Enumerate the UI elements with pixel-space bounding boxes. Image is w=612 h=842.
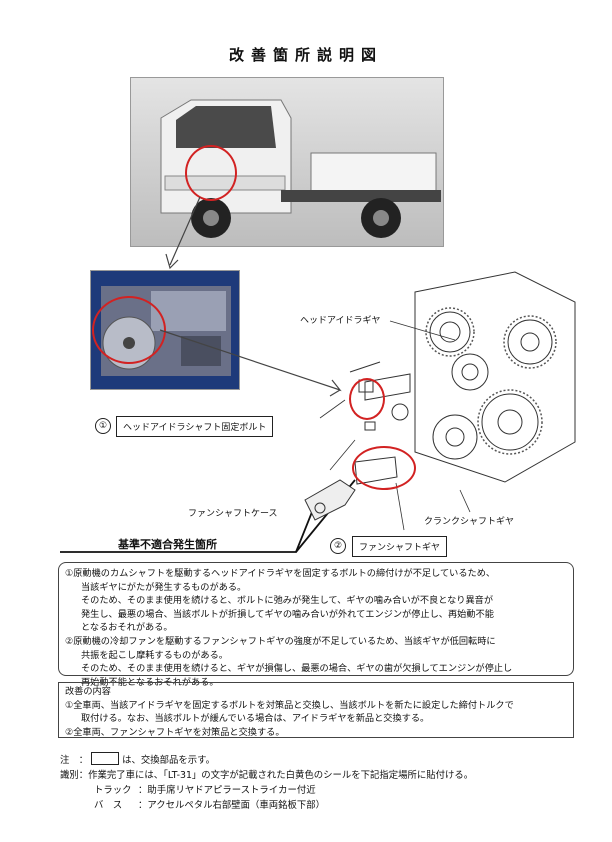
bus-text: ：アクセルペタル右部壁面（車両銘板下部） <box>138 800 326 811</box>
truck-text: ：助手席リヤドアピラーストライカー付近 <box>138 785 316 796</box>
truck-label: トラック <box>94 785 132 796</box>
gear-train-drawing <box>349 271 576 485</box>
fix-line: ②全車両、ファンシャフトギヤを対策品と交換する。 <box>65 726 285 738</box>
truck-photo <box>130 77 444 247</box>
engine-highlight-circle <box>92 296 166 364</box>
description-line: 共振を起こし摩耗するものがある。 <box>81 649 228 661</box>
fan-shaft-case-drawing <box>304 479 356 521</box>
fan-gear-label-box: ファンシャフトギヤ <box>352 536 448 557</box>
fan-shaft-case-label: ファンシャフトケース <box>188 509 278 519</box>
note-label: 注 ： <box>60 755 89 766</box>
defect-site-label: 基準不適合発生箇所 <box>118 538 217 551</box>
id-text: 作業完了車には、「LT-31」の文字が記載された白黄色のシールを下記指定場所に貼… <box>88 770 474 781</box>
page-title: 改善箇所説明図 <box>228 46 383 64</box>
id-label: 識別： <box>60 770 89 781</box>
fix-line: ①全車両、当該アイドラギヤを固定するボルトを対策品と交換し、当該ボルトを新たに設… <box>65 699 514 711</box>
crank-gear-label: クランクシャフトギヤ <box>424 517 515 527</box>
bolt-highlight-circle <box>349 378 385 420</box>
defect-description-box: ①原動機のカムシャフトを駆動するヘッドアイドラギヤを固定するボルトの締付けが不足… <box>58 562 574 688</box>
gear-diagram <box>335 262 580 502</box>
description-line: となるおそれがある。 <box>81 622 173 634</box>
description-line: ①原動機のカムシャフトを駆動するヘッドアイドラギヤを固定するボルトの締付けが不足… <box>65 568 496 579</box>
notes-section: 注 ： は、交換部品を示す。 識別：作業完了車には、「LT-31」の文字が記載され… <box>60 752 473 813</box>
description-line: ②原動機の冷却ファンを駆動するファンシャフトギヤの強度が不足しているため、当該ギ… <box>65 635 496 647</box>
fix-line: 取付ける。なお、当該ボルトが緩んでいる場合は、アイドラギヤを新品と交換する。 <box>81 713 430 725</box>
fix-heading: 改善の内容 <box>65 686 111 697</box>
note-text: は、交換部品を示す。 <box>122 755 215 766</box>
truck-highlight-circle <box>185 145 237 201</box>
bolt-number-marker: ① <box>95 418 111 434</box>
description-line: そのため、そのまま使用を続けると、ギヤが損傷し、最悪の場合、ギヤの歯が欠損してエ… <box>81 663 513 675</box>
bus-label: バ ス <box>94 800 123 811</box>
description-line: 当該ギヤにがたが発生するものがある。 <box>81 581 247 593</box>
fan-gear-number-marker: ② <box>330 538 346 554</box>
replacement-part-box-sample <box>91 752 120 765</box>
fix-content-box: 改善の内容 ①全車両、当該アイドラギヤを固定するボルトを対策品と交換し、当該ボル… <box>58 682 574 738</box>
bolt-label-box: ヘッドアイドラシャフト固定ボルト <box>116 416 274 437</box>
fan-gear-highlight-circle <box>352 446 416 490</box>
description-line: そのため、そのまま使用を続けると、ボルトに弛みが発生して、ギヤの噛み合いが不良と… <box>81 595 494 607</box>
head-idler-gear-label: ヘッドアイドラギヤ <box>300 316 381 326</box>
description-line: 発生し、最悪の場合、当該ボルトが折損してギヤの噛み合いが外れてエンジンが停止し、… <box>81 608 494 620</box>
